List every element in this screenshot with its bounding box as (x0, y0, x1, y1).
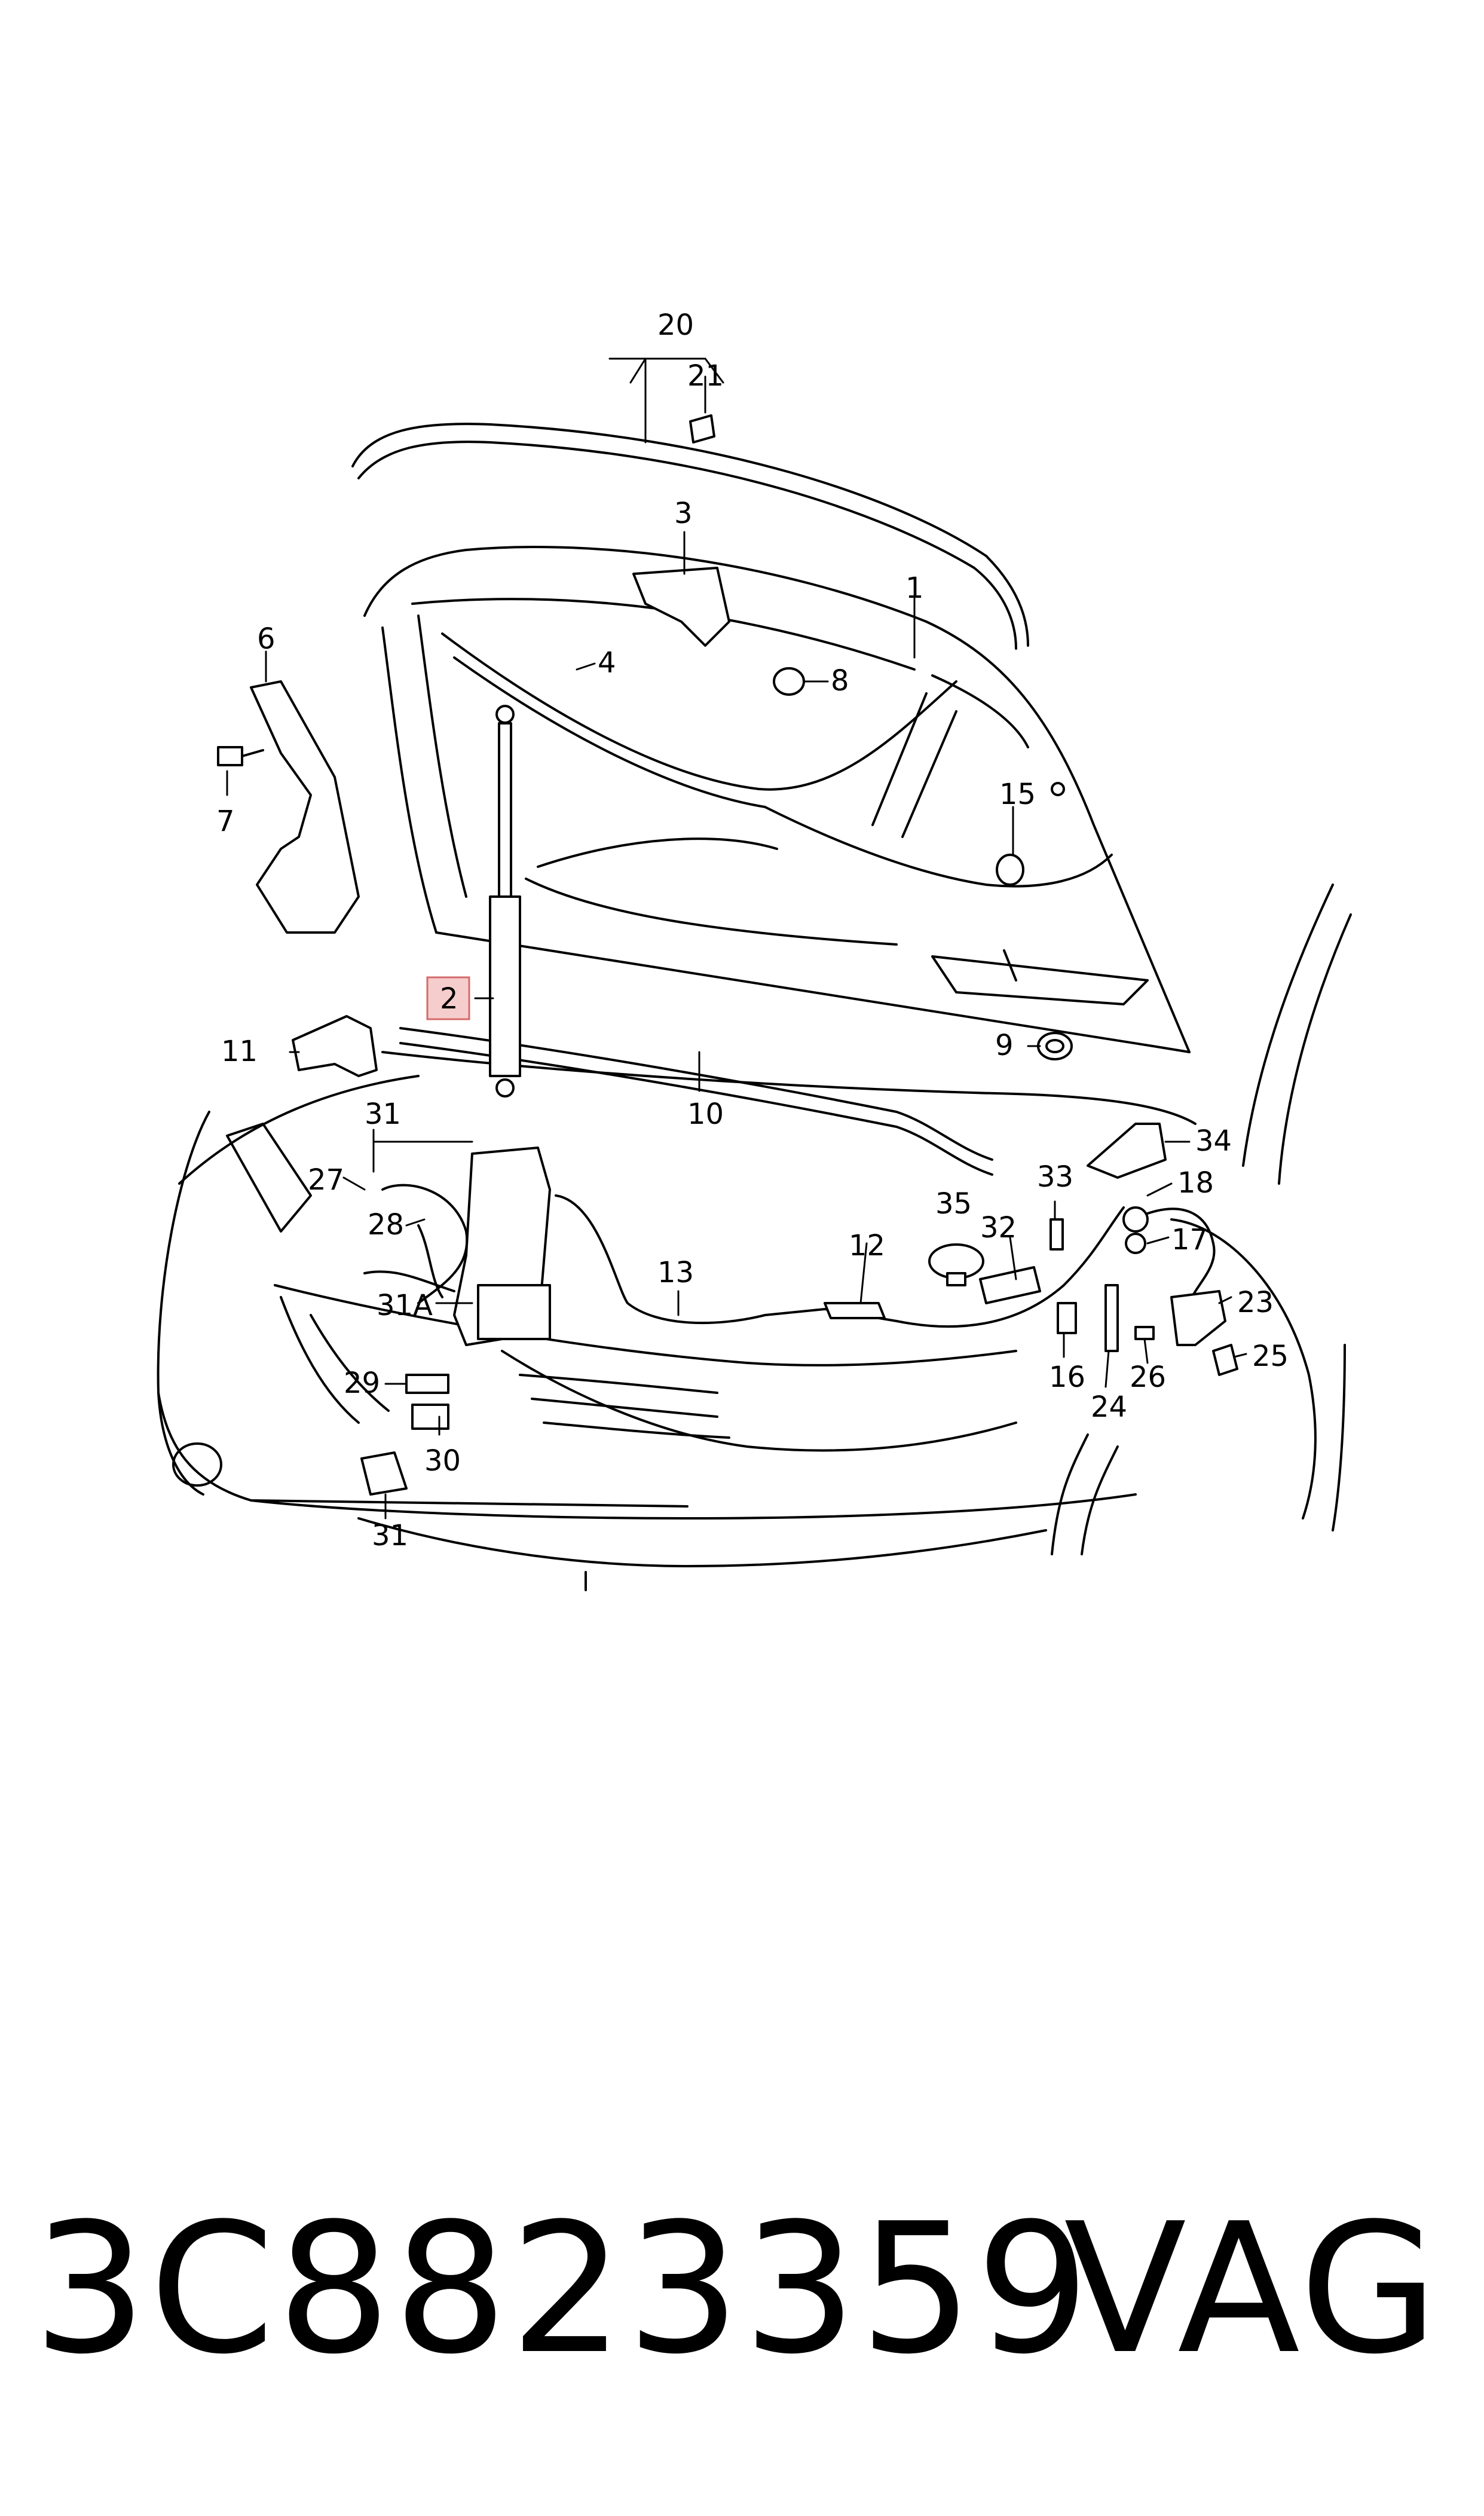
callout-2: 2 (440, 982, 458, 1016)
callout-9: 9 (995, 1029, 1014, 1062)
leader-lines (226, 357, 1247, 1520)
hood-lock (632, 567, 730, 647)
hood-parts-diagram: 20 21 3 1 4 8 6 7 15 2 9 11 10 31 34 27 … (157, 308, 1352, 1591)
callout-24: 24 (1091, 1390, 1127, 1424)
callout-11: 11 (221, 1035, 258, 1068)
callout-31-bottom: 31 (372, 1519, 408, 1552)
callout-12: 12 (849, 1229, 885, 1262)
callout-16: 16 (1049, 1361, 1085, 1394)
callout-18: 18 (1177, 1166, 1214, 1200)
gas-strut (498, 722, 512, 904)
callout-21: 21 (687, 359, 724, 393)
callout-23: 23 (1237, 1286, 1274, 1319)
callout-31A: 31A (377, 1289, 433, 1322)
callout-10: 10 (687, 1097, 724, 1131)
callout-27: 27 (308, 1163, 344, 1197)
callout-34: 34 (1195, 1124, 1232, 1158)
callout-30: 30 (424, 1444, 461, 1478)
callout-13: 13 (657, 1256, 694, 1289)
small-parts (217, 414, 1238, 1496)
callout-20: 20 (657, 308, 694, 342)
callout-3: 3 (674, 497, 693, 530)
callout-15: 15 (999, 778, 1036, 811)
callout-6: 6 (257, 622, 276, 656)
callout-25: 25 (1252, 1340, 1289, 1373)
callout-4: 4 (598, 646, 616, 680)
callout-32: 32 (980, 1211, 1017, 1245)
callout-26: 26 (1130, 1361, 1166, 1394)
brand-label: VAG (1064, 2185, 1441, 2393)
callout-29: 29 (344, 1366, 380, 1400)
callout-1: 1 (905, 571, 924, 605)
callout-17: 17 (1171, 1223, 1208, 1257)
callout-31-top: 31 (365, 1097, 401, 1131)
callout-8: 8 (831, 664, 849, 698)
part-number: 3C8823359 (33, 2185, 1093, 2393)
callout-7: 7 (216, 805, 235, 838)
highlight-box-part-2 (426, 976, 470, 1020)
car-front-body (157, 883, 1352, 1591)
callout-labels: 20 21 3 1 4 8 6 7 15 2 9 11 10 31 34 27 … (216, 308, 1289, 1552)
callout-28: 28 (368, 1208, 404, 1242)
hinge (250, 680, 360, 934)
callout-35: 35 (935, 1187, 972, 1221)
callout-33: 33 (1037, 1160, 1073, 1194)
footer: 3C8823359 VAG (0, 2164, 1484, 2415)
